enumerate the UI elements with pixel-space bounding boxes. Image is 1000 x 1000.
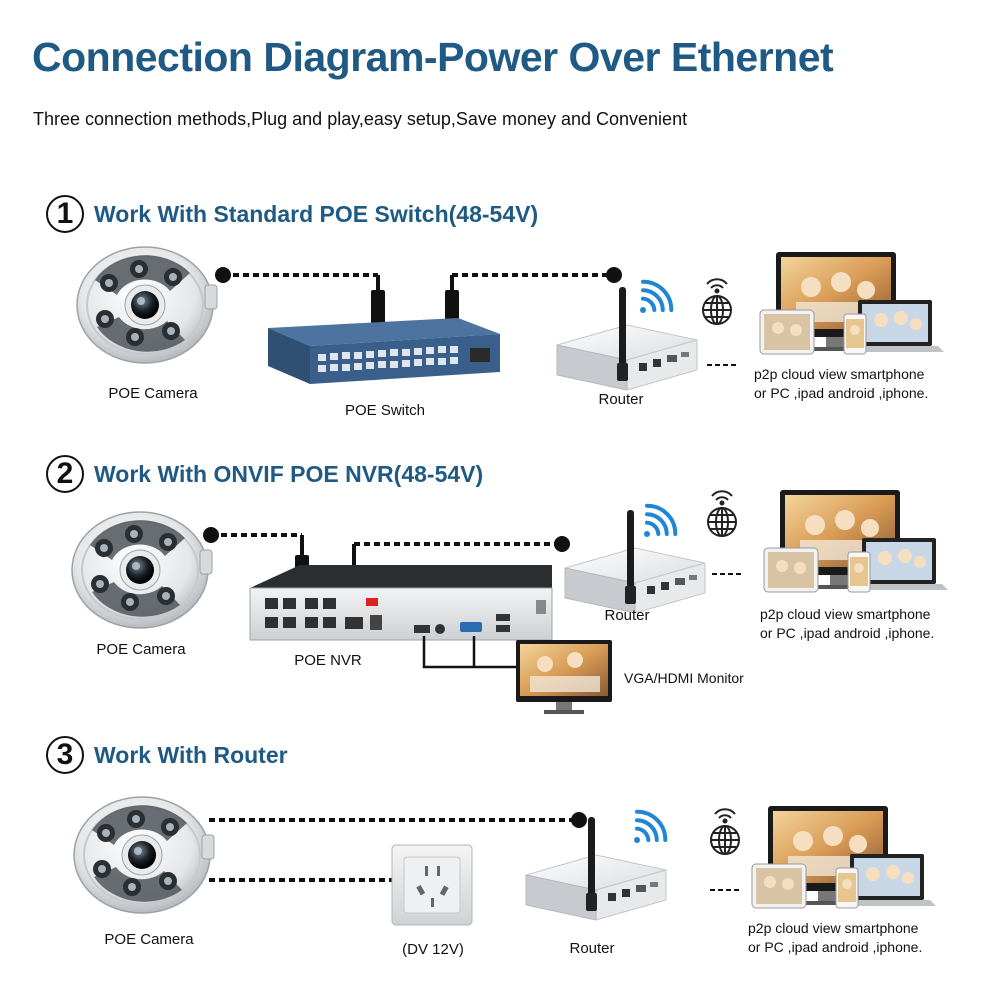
globe-3-icon: [710, 808, 740, 855]
section-2-graphics: [71, 489, 949, 714]
section-2-heading: 2 Work With ONVIF POE NVR(48-54V): [46, 455, 483, 493]
section-1-heading: 1 Work With Standard POE Switch(48-54V): [46, 195, 538, 233]
router-3-label: Router: [569, 940, 615, 957]
cloud-3-line1: p2p cloud view smartphone: [748, 920, 919, 936]
section-3-title: Work With Router: [94, 741, 288, 768]
section-2-title: Work With ONVIF POE NVR(48-54V): [94, 460, 484, 487]
poe-camera-2-image: [71, 511, 213, 629]
wifi-2-icon: [642, 497, 684, 539]
vga-hdmi-monitor-image: [516, 640, 612, 714]
cloud-1-line1: p2p cloud view smartphone: [754, 366, 925, 382]
power-label: (DV 12V): [402, 941, 464, 958]
wifi-1-icon: [638, 273, 680, 315]
nvr-label: POE NVR: [294, 652, 362, 669]
section-3-number: 3: [46, 736, 84, 774]
page-title: Connection Diagram-Power Over Ethernet: [32, 34, 834, 80]
switch-label: POE Switch: [344, 402, 426, 419]
section-1-number: 1: [46, 195, 84, 233]
page-subtitle: Three connection methods,Plug and play,e…: [33, 109, 688, 129]
router-2-label: Router: [604, 607, 650, 624]
cloud-3-line2: or PC ,ipad android ,iphone.: [748, 939, 923, 955]
camera-3-label: POE Camera: [104, 931, 194, 948]
section-1-graphics: [76, 246, 945, 391]
cloud-2-line2: or PC ,ipad android ,iphone.: [760, 625, 935, 641]
devices-1-image: [759, 251, 945, 355]
section-3-graphics: [73, 796, 937, 926]
power-outlet-image: [391, 844, 473, 926]
globe-2-icon: [707, 490, 737, 537]
globe-1-icon: [702, 278, 732, 325]
section-3-heading: 3 Work With Router: [46, 736, 288, 774]
wifi-3-icon: [632, 803, 674, 845]
poe-camera-1-image: [76, 246, 218, 364]
section-1-title: Work With Standard POE Switch(48-54V): [94, 200, 539, 227]
router-1-label: Router: [598, 391, 644, 408]
poe-switch-image: [268, 318, 500, 384]
cloud-1-line2: or PC ,ipad android ,iphone.: [754, 385, 929, 401]
devices-2-image: [763, 489, 949, 593]
section-2-number: 2: [46, 455, 84, 493]
router-1-image: [556, 286, 698, 391]
router-2-image: [564, 509, 706, 614]
devices-3-image: [751, 805, 937, 909]
camera-2-label: POE Camera: [96, 641, 186, 658]
poe-camera-3-image: [73, 796, 215, 914]
poe-nvr-image: [249, 565, 553, 641]
monitor-label: VGA/HDMI Monitor: [624, 670, 744, 686]
camera-1-label: POE Camera: [108, 385, 198, 402]
cloud-2-line1: p2p cloud view smartphone: [760, 606, 931, 622]
